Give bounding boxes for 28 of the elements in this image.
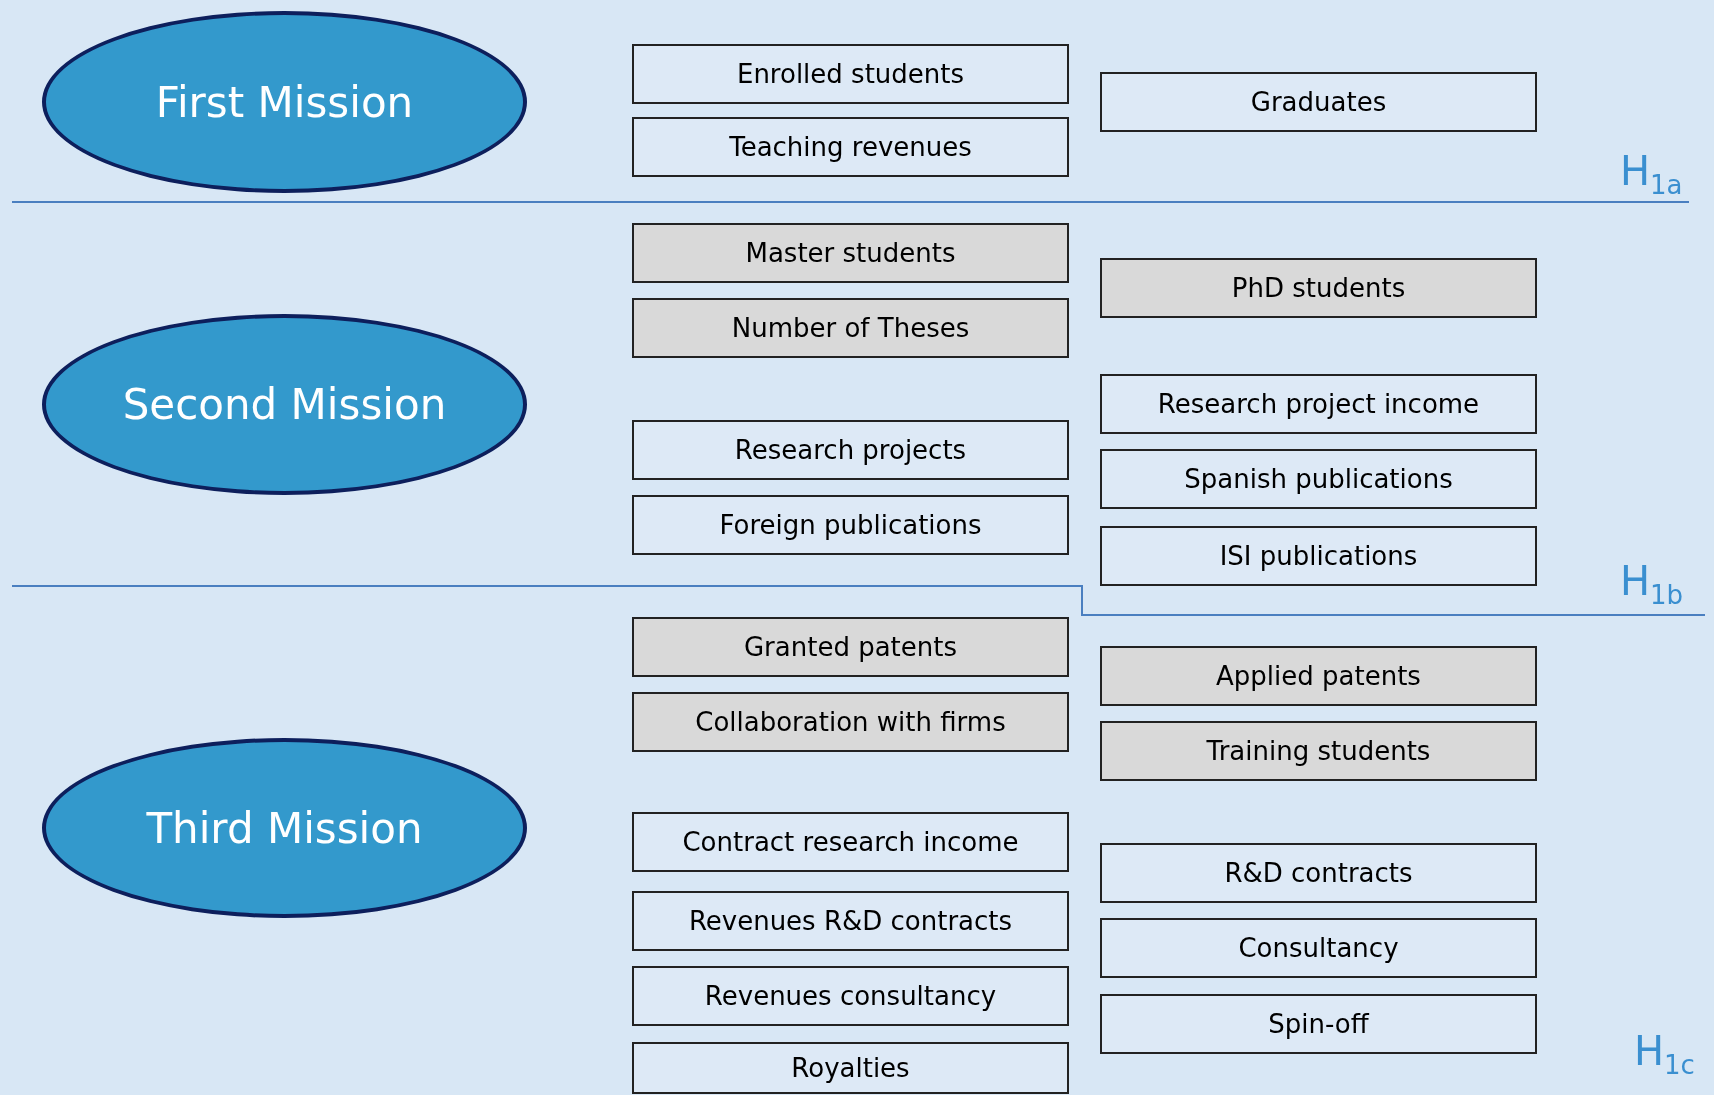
mission-ellipse: First Mission	[42, 11, 527, 193]
indicator-box: PhD students	[1100, 258, 1537, 318]
indicator-box: Granted patents	[632, 617, 1069, 677]
indicator-box: Consultancy	[1100, 918, 1537, 978]
indicator-box: Collaboration with firms	[632, 692, 1069, 752]
indicator-box: Royalties	[632, 1042, 1069, 1094]
indicator-box: Research projects	[632, 420, 1069, 480]
indicator-box: Research project income	[1100, 374, 1537, 434]
indicator-box: Number of Theses	[632, 298, 1069, 358]
indicator-box: Applied patents	[1100, 646, 1537, 706]
indicator-box: Revenues R&D contracts	[632, 891, 1069, 951]
indicator-box: Spin-off	[1100, 994, 1537, 1054]
indicator-box: Spanish publications	[1100, 449, 1537, 509]
hypothesis-label: H$_{1b}$	[1620, 558, 1684, 610]
hypothesis-label: H$_{1a}$	[1620, 148, 1683, 200]
indicator-box: R&D contracts	[1100, 843, 1537, 903]
indicator-box: Foreign publications	[632, 495, 1069, 555]
indicator-box: Teaching revenues	[632, 117, 1069, 177]
indicator-box: Contract research income	[632, 812, 1069, 872]
mission-ellipse: Second Mission	[42, 314, 527, 495]
mission-ellipse: Third Mission	[42, 738, 527, 918]
indicator-box: ISI publications	[1100, 526, 1537, 586]
hypothesis-label: H$_{1c}$	[1634, 1028, 1695, 1080]
indicator-box: Enrolled students	[632, 44, 1069, 104]
indicator-box: Master students	[632, 223, 1069, 283]
indicator-box: Graduates	[1100, 72, 1537, 132]
indicator-box: Training students	[1100, 721, 1537, 781]
indicator-box: Revenues consultancy	[632, 966, 1069, 1026]
